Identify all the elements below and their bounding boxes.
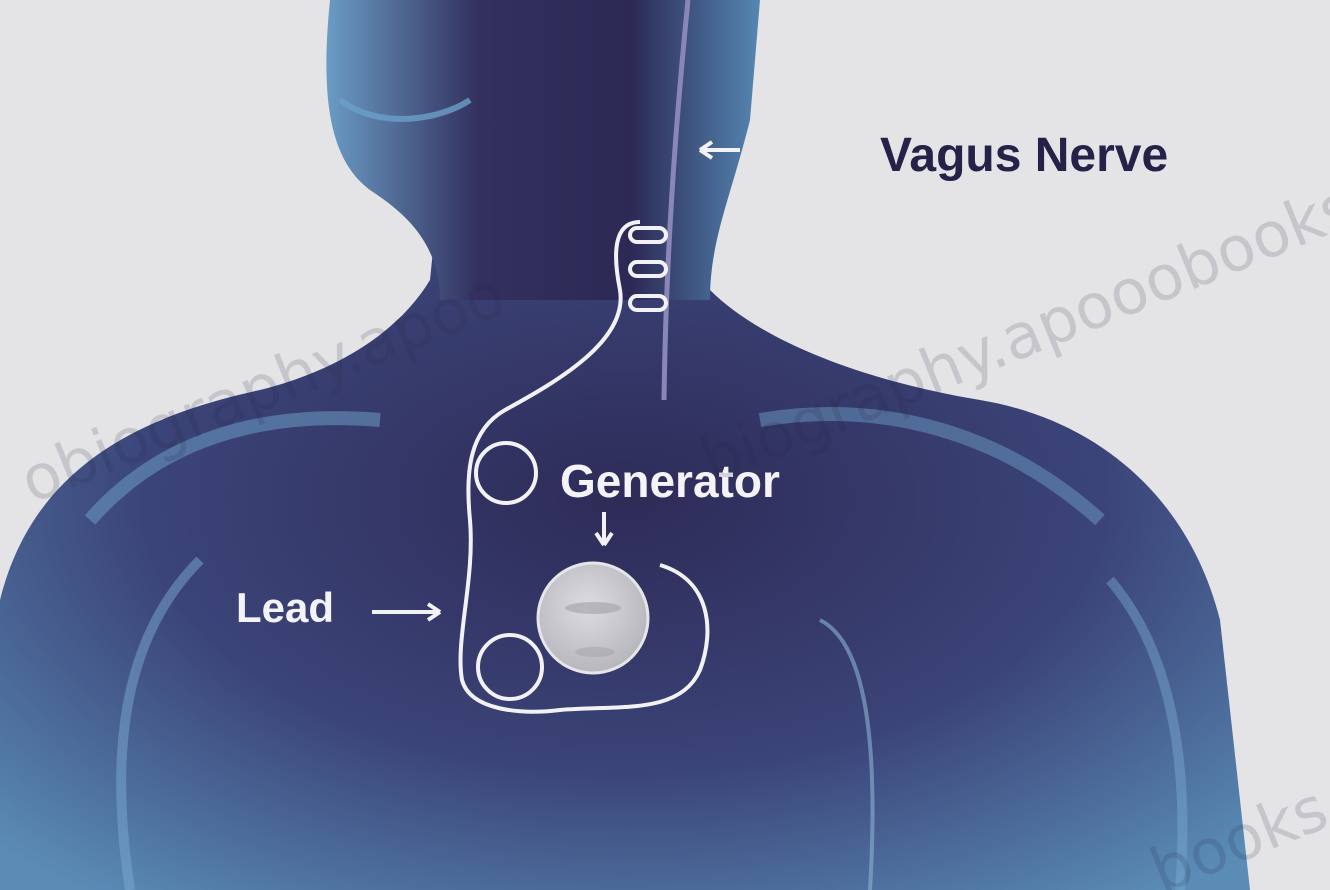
generator-inner-mark [565, 602, 621, 614]
head-neck-silhouette [326, 0, 760, 300]
generator-lower-mark [575, 647, 615, 657]
generator-label: Generator [560, 454, 780, 508]
lead-label: Lead [236, 584, 334, 632]
vagus-nerve-label: Vagus Nerve [880, 128, 1168, 183]
